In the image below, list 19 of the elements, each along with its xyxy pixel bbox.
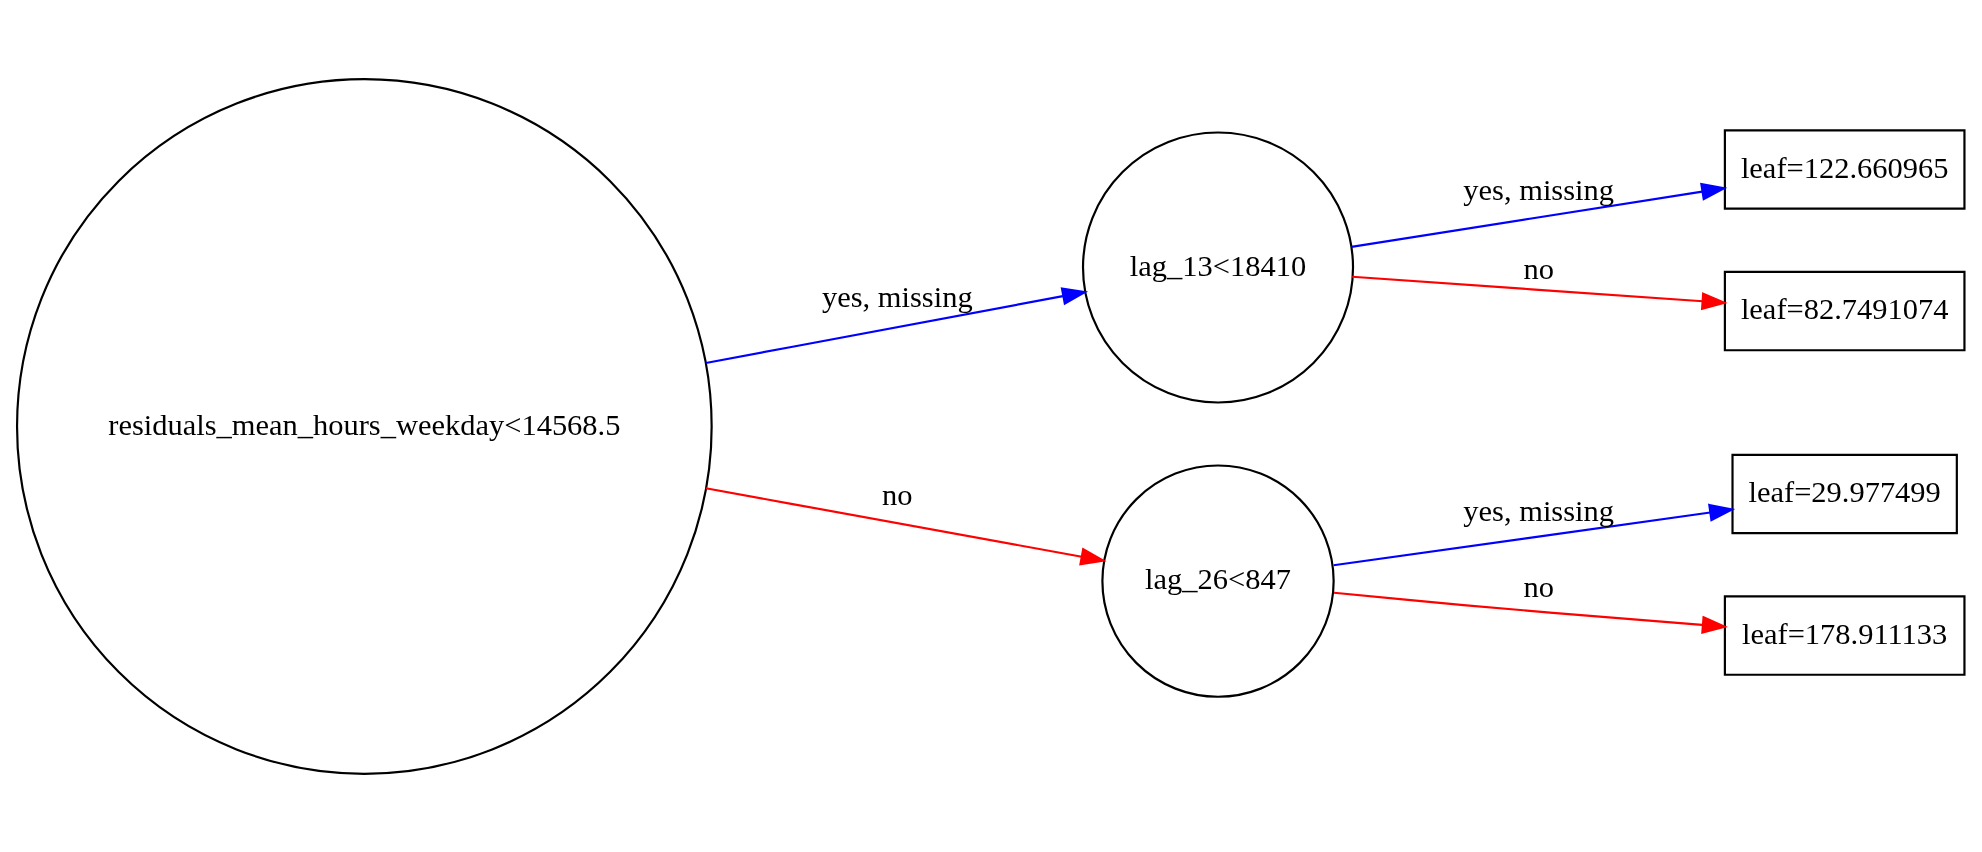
node-box: leaf=29.977499 <box>1731 453 1958 534</box>
edge-label: yes, missing <box>822 279 973 314</box>
arrow <box>705 486 1107 566</box>
arrow <box>1351 182 1728 248</box>
edge-label: no <box>882 477 913 512</box>
edge-label: no <box>1523 569 1554 604</box>
node-circle: residuals_mean_hours_weekday<14568.5 <box>15 77 713 775</box>
arrow <box>1352 275 1728 310</box>
arrow <box>1333 503 1736 566</box>
edge-label: no <box>1523 251 1554 286</box>
edge-label: yes, missing <box>1463 172 1615 207</box>
node-box: leaf=122.660965 <box>1723 128 1966 210</box>
arrow <box>1333 591 1728 634</box>
node-circle: lag_13<18410 <box>1081 130 1355 404</box>
node-box: leaf=178.911133 <box>1723 594 1966 676</box>
edge-label: yes, missing <box>1463 493 1615 528</box>
node-box: leaf=82.7491074 <box>1723 270 1966 351</box>
arrow <box>705 286 1089 364</box>
node-circle: lag_26<847 <box>1101 463 1335 698</box>
